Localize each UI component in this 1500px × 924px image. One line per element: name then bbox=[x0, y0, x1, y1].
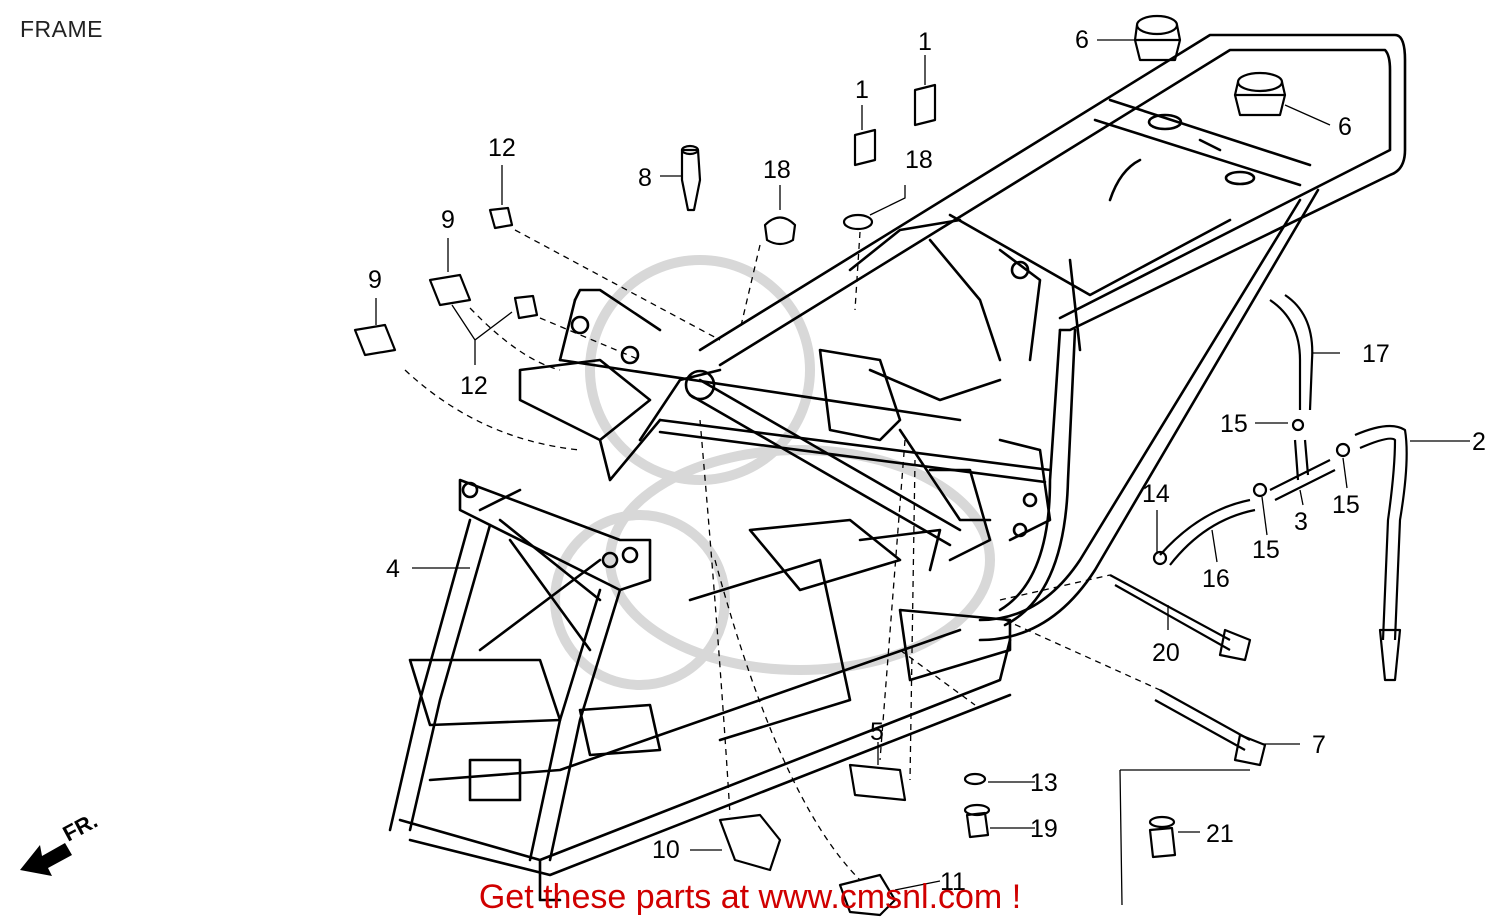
callout-12: 12 bbox=[488, 134, 516, 162]
callout-18: 18 bbox=[905, 146, 933, 174]
callout-9: 9 bbox=[368, 266, 382, 294]
callout-labels: 6 6 1 1 8 18 18 12 12 9 9 17 2 15 15 15 … bbox=[368, 26, 1486, 896]
callout-4: 4 bbox=[386, 555, 400, 583]
front-direction-marker: FR. bbox=[20, 808, 102, 876]
callout-15: 15 bbox=[1220, 410, 1248, 438]
callout-13: 13 bbox=[1030, 769, 1058, 797]
watermark-logo bbox=[550, 255, 995, 690]
callout-1: 1 bbox=[918, 28, 932, 56]
callout-5: 5 bbox=[870, 718, 884, 746]
callout-11: 11 bbox=[940, 868, 966, 896]
callout-1: 1 bbox=[855, 76, 869, 104]
callout-15: 15 bbox=[1252, 536, 1280, 564]
front-arrow-icon bbox=[20, 843, 72, 876]
callout-21: 21 bbox=[1206, 820, 1234, 848]
callout-8: 8 bbox=[638, 164, 652, 192]
diagram-title: FRAME bbox=[20, 16, 103, 42]
leader-lines bbox=[375, 39, 1470, 906]
callout-17: 17 bbox=[1362, 340, 1390, 368]
callout-20: 20 bbox=[1152, 639, 1180, 667]
callout-15: 15 bbox=[1332, 491, 1360, 519]
front-label: FR. bbox=[59, 808, 102, 847]
callout-9: 9 bbox=[441, 206, 455, 234]
callout-6: 6 bbox=[1075, 26, 1089, 54]
callout-12: 12 bbox=[460, 372, 488, 400]
callout-16: 16 bbox=[1202, 565, 1230, 593]
callout-3: 3 bbox=[1294, 508, 1308, 536]
callout-2: 2 bbox=[1472, 428, 1486, 456]
frame-drawing bbox=[388, 33, 1407, 902]
promo-banner[interactable]: Get these parts at www.cmsnl.com ! bbox=[478, 878, 1022, 916]
small-parts bbox=[353, 14, 1408, 917]
callout-14: 14 bbox=[1142, 480, 1170, 508]
callout-7: 7 bbox=[1312, 731, 1326, 759]
callout-6: 6 bbox=[1338, 113, 1352, 141]
callout-19: 19 bbox=[1030, 815, 1058, 843]
callout-10: 10 bbox=[652, 836, 680, 864]
callout-18: 18 bbox=[763, 156, 791, 184]
